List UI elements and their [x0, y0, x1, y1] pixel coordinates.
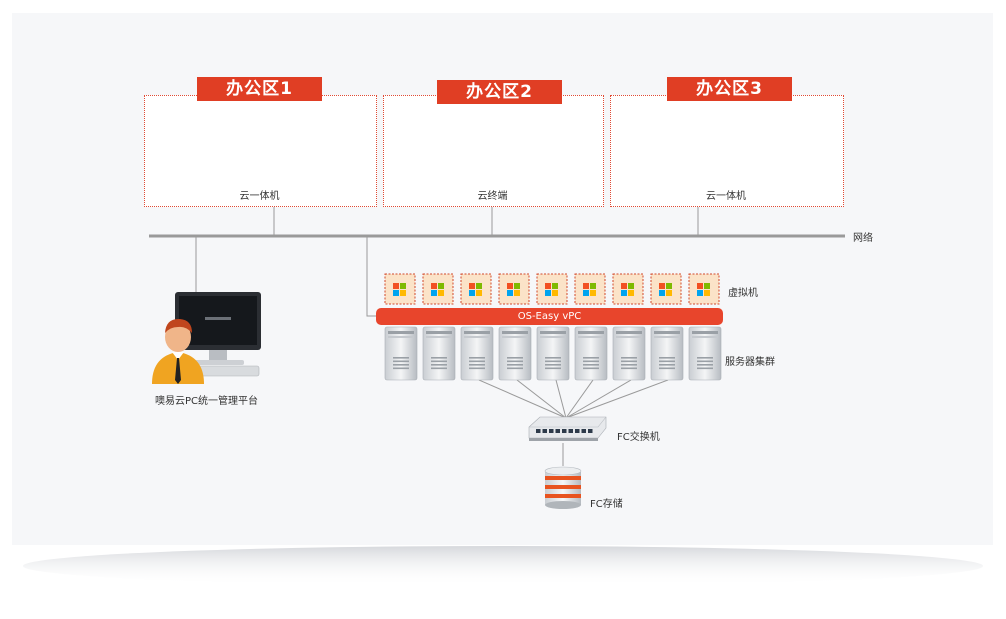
server-icon: [422, 326, 456, 381]
vm-windows-icon: [498, 273, 530, 305]
vm-windows-icon: [422, 273, 454, 305]
vm-windows-icon: [612, 273, 644, 305]
server-icon: [384, 326, 418, 381]
server-cluster-label: 服务器集群: [725, 357, 775, 368]
fc-storage-label: FC存储: [590, 499, 623, 510]
connector-lines: [195, 205, 699, 466]
vm-windows-icon: [650, 273, 682, 305]
zone-1-box: [144, 95, 377, 207]
vm-windows-icon: [536, 273, 568, 305]
zone-3-caption: 云一体机: [706, 191, 746, 202]
zone-1-caption: 云一体机: [239, 191, 280, 202]
zone-3-box: [610, 95, 844, 207]
admin-user-icon: [152, 318, 204, 384]
vm-windows-icon: [574, 273, 606, 305]
server-icon: [574, 326, 608, 381]
server-icon: [460, 326, 494, 381]
zone-3-title: 办公区3: [667, 77, 792, 101]
zone-2-title: 办公区2: [437, 80, 562, 104]
server-icon: [612, 326, 646, 381]
admin-platform-label: 噢易云PC统一管理平台: [155, 396, 259, 407]
vm-windows-icon: [384, 273, 416, 305]
vm-label: 虚拟机: [728, 288, 758, 299]
server-icon: [688, 326, 722, 381]
vpc-bar: OS-Easy vPC: [376, 308, 723, 325]
server-icon: [650, 326, 684, 381]
vm-windows-icon: [688, 273, 720, 305]
server-icon: [498, 326, 532, 381]
fc-storage-icon: [544, 466, 582, 509]
network-label: 网络: [853, 233, 873, 244]
zone-2-caption: 云终端: [477, 191, 508, 202]
zone-1-title: 办公区1: [197, 77, 322, 101]
fc-switch-icon: [528, 416, 607, 441]
server-icon: [536, 326, 570, 381]
fc-switch-label: FC交换机: [617, 432, 660, 443]
admin-workstation-icon: [175, 292, 261, 377]
panel-shadow: [23, 546, 983, 586]
vm-windows-icon: [460, 273, 492, 305]
